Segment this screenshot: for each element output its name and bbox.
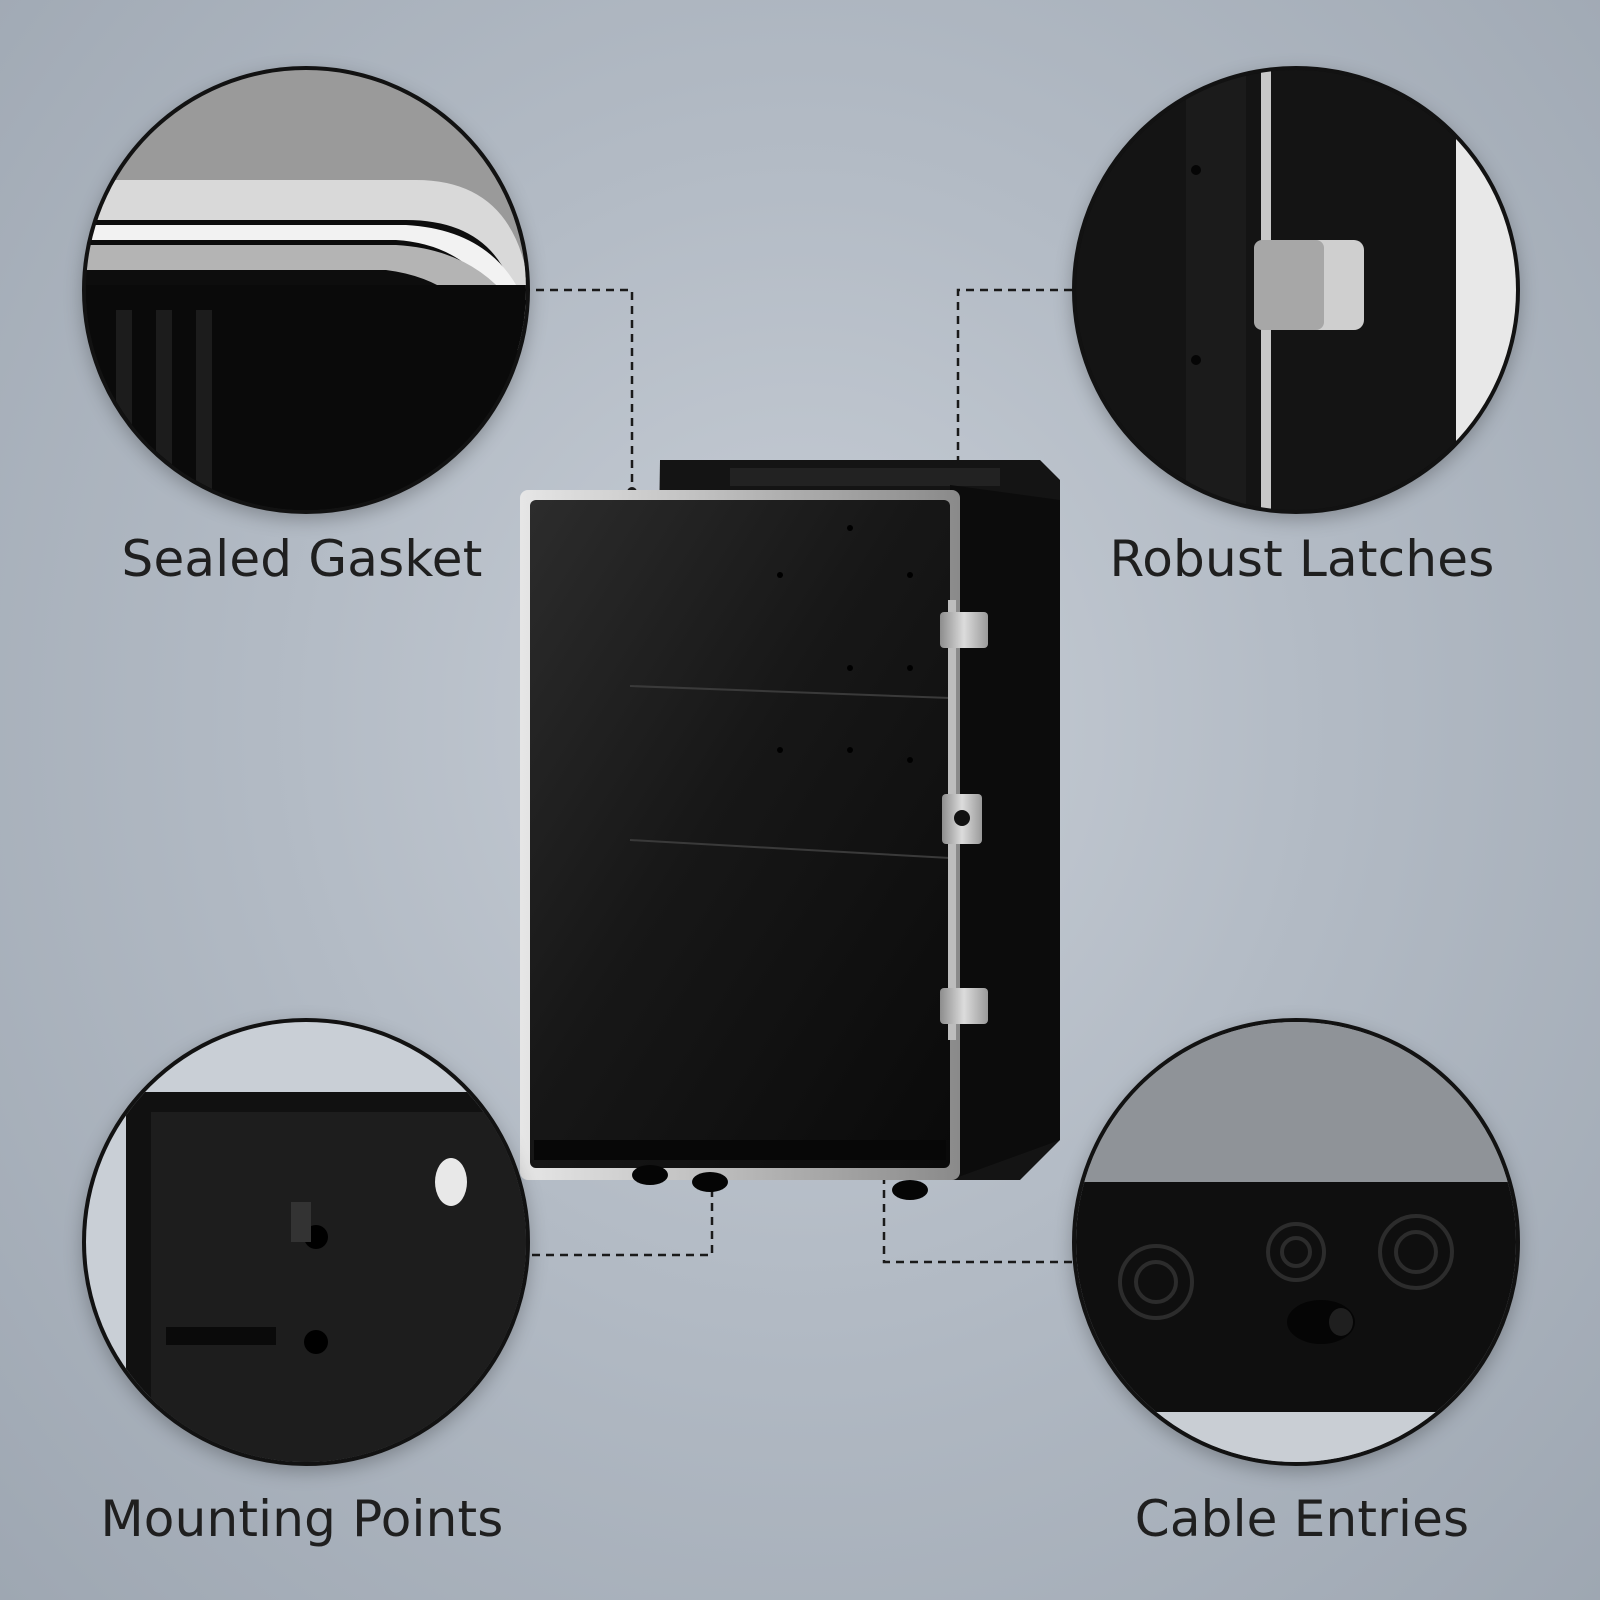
enclosure-box	[520, 440, 1080, 1200]
gasket-closeup-icon	[86, 70, 526, 510]
robust-latches-detail	[1072, 66, 1520, 514]
mounting-closeup-icon	[86, 1022, 526, 1462]
cable-entries-label: Cable Entries	[1134, 1490, 1470, 1548]
enclosure-box-icon	[520, 460, 1060, 1200]
sealed-gasket-label: Sealed Gasket	[121, 530, 483, 588]
mounting-points-detail	[82, 1018, 530, 1466]
connector-gasket	[522, 288, 634, 490]
connector-cables	[882, 1172, 1072, 1264]
robust-latches-label: Robust Latches	[1109, 530, 1495, 588]
latch-closeup-icon	[1076, 70, 1516, 510]
connector-latches	[956, 288, 1072, 470]
sealed-gasket-detail	[82, 66, 530, 514]
cable-entries-detail	[1072, 1018, 1520, 1466]
connector-mounting	[518, 1168, 714, 1257]
cable-entry-closeup-icon	[1076, 1022, 1516, 1462]
mounting-points-label: Mounting Points	[100, 1490, 504, 1548]
